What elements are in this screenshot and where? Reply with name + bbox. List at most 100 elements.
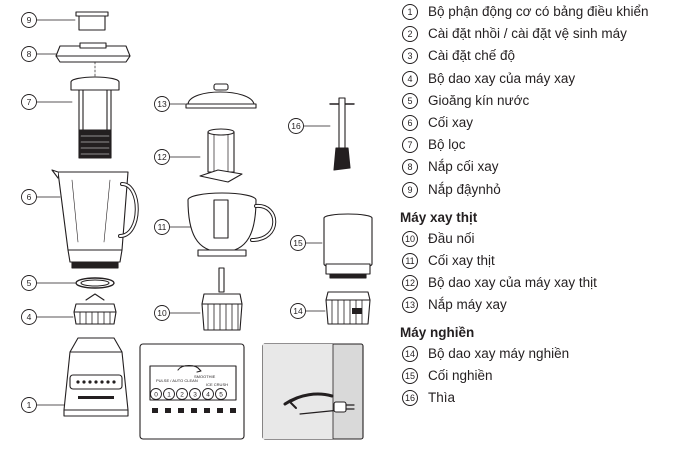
legend-text: Bộ dao xay của máy xay <box>428 70 576 86</box>
grinder-blade-part <box>325 291 371 325</box>
callout-9 <box>21 12 37 28</box>
callout-1-label: 1 <box>27 400 32 410</box>
legend-text: Thìa <box>428 390 456 406</box>
legend-heading-grinder: Máy nghiền <box>400 325 475 341</box>
legend-text: Gioăng kín nước <box>428 92 530 108</box>
legend-text: Cối xay <box>428 114 474 130</box>
callout-8-label: 8 <box>27 49 32 59</box>
legend-item-4: 4 Bộ dao xay của máy xay <box>400 70 698 87</box>
legend-num: 4 <box>402 70 418 87</box>
callout-7 <box>21 94 37 110</box>
callouts <box>21 12 306 438</box>
grinder-jar-part <box>323 213 373 279</box>
legend-heading-meat-grinder: Máy xay thịt <box>400 209 478 225</box>
connector-part <box>201 267 243 331</box>
legend-num: 3 <box>402 48 418 65</box>
legend-text: Cối nghiền <box>428 368 493 384</box>
legend-num: 1 <box>402 4 418 20</box>
legend-text: Cài đặt chế độ <box>428 48 516 64</box>
button-5-label: 5 <box>219 392 223 399</box>
callout-12 <box>154 149 170 165</box>
button-1-label: 1 <box>167 392 171 399</box>
filter-part <box>70 61 120 159</box>
exploded-diagram: 9 8 7 6 5 4 1 10 11 12 13 14 15 16 2 3 <box>21 11 373 440</box>
legend-item-12: 12 Bộ dao xay của máy xay thịt <box>400 274 698 291</box>
button-2 <box>176 388 188 400</box>
program-icon <box>178 408 184 413</box>
callout-10 <box>154 305 170 321</box>
legend-item-7: 7 Bộ lọc <box>400 137 698 154</box>
callout-6 <box>21 189 37 205</box>
control-buttons <box>150 388 227 400</box>
callout-16-label: 16 <box>291 121 301 131</box>
legend-text: Bộ dao xay của máy xay thịt <box>428 274 597 290</box>
legend-num: 8 <box>402 159 418 176</box>
button-1 <box>163 388 175 400</box>
callout-8 <box>21 46 37 62</box>
legend-text: Cối xay thịt <box>428 252 495 268</box>
legend-text: Cài đặt nhồi / cài đặt vệ sinh máy <box>428 26 627 42</box>
legend-num: 12 <box>402 274 418 291</box>
cord-storage-detail <box>262 343 364 440</box>
spatula-part <box>329 97 355 171</box>
program-icons <box>152 408 236 413</box>
callout-9-label: 9 <box>27 15 32 25</box>
callout-14-label: 14 <box>293 306 303 316</box>
legend-num: 5 <box>402 92 418 109</box>
program-icon <box>204 408 210 413</box>
button-0 <box>150 388 162 400</box>
callout-10-label: 10 <box>157 308 167 318</box>
button-5 <box>215 388 227 400</box>
callout-4-label: 4 <box>27 312 32 322</box>
callout-1 <box>21 397 37 413</box>
button-3-label: 3 <box>193 392 197 399</box>
legend-num: 6 <box>402 114 418 131</box>
callout-5-label: 5 <box>27 278 32 288</box>
legend-num: 2 <box>402 26 418 43</box>
legend-item-5: 5 Gioăng kín nước <box>400 92 698 109</box>
jar-lid-part <box>55 42 131 63</box>
small-cap-part <box>75 11 109 31</box>
leader-lines <box>36 19 331 424</box>
legend-item-9: 9 Nắp đậynhỏ <box>400 181 698 198</box>
legend-text: Bộ lọc <box>428 137 466 153</box>
legend-text: Nắp máy xay <box>428 297 507 313</box>
legend-item-11: 11 Cối xay thịt <box>400 252 698 269</box>
callout-14 <box>290 303 306 319</box>
legend-text: Bộ phận động cơ có bảng điều khiển <box>428 4 649 19</box>
legend-text: Nắp đậynhỏ <box>428 181 501 197</box>
blender-blade-part <box>73 293 117 325</box>
legend-num: 7 <box>402 137 418 154</box>
blender-jar-part <box>51 169 139 269</box>
legend-item-2: 2 Cài đặt nhồi / cài đặt vệ sinh máy <box>400 26 698 43</box>
legend-num: 9 <box>402 181 418 198</box>
button-3 <box>189 388 201 400</box>
callout-13 <box>154 96 170 112</box>
legend-item-13: 13 Nắp máy xay <box>400 297 698 314</box>
program-icon <box>191 408 197 413</box>
program-icon <box>230 408 236 413</box>
legend-num: 14 <box>402 346 418 363</box>
legend-num: 11 <box>402 252 418 269</box>
legend-num: 13 <box>402 297 418 314</box>
legend-text: Bộ dao xay máy nghiền <box>428 346 570 362</box>
button-2-label: 2 <box>180 392 184 399</box>
legend-item-3: 3 Cài đặt chế độ <box>400 48 698 65</box>
callout-12-label: 12 <box>157 152 167 162</box>
callout-13-label: 13 <box>157 99 167 109</box>
smoothie-label: SMOOTHIE <box>194 374 216 379</box>
program-icon <box>217 408 223 413</box>
legend-item-14: 14 Bộ dao xay máy nghiền <box>400 346 698 363</box>
motor-unit-part <box>63 337 129 417</box>
callout-7-label: 7 <box>27 97 32 107</box>
chopper-blade-part <box>199 128 243 183</box>
